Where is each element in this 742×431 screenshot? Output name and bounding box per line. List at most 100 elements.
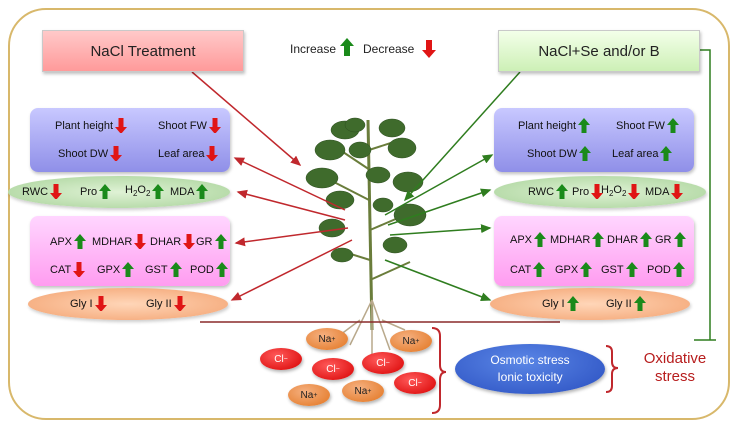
up-arrow-icon <box>74 234 87 249</box>
down-arrow-icon <box>173 296 186 311</box>
left-enzymes-item: GR <box>196 234 227 249</box>
right-enzymes-item: APX <box>510 232 547 247</box>
nacl-se-b-box: NaCl+Se and/or B <box>498 30 700 72</box>
nacl-se-b-title: NaCl+Se and/or B <box>538 42 660 60</box>
indicator-label: Pro <box>572 185 590 198</box>
nacl-treatment-box: NaCl Treatment <box>42 30 244 72</box>
indicator-label: Gly II <box>146 297 172 310</box>
indicator-label: Plant height <box>518 119 577 132</box>
sodium-ion-label: Na <box>402 335 416 347</box>
sodium-ion-label: Na <box>354 385 368 397</box>
indicator-label: GST <box>145 263 168 276</box>
down-arrow-icon <box>628 184 641 199</box>
right-enzymes-item: GPX <box>555 262 593 277</box>
indicator-label: CAT <box>50 263 72 276</box>
up-arrow-icon <box>533 262 546 277</box>
left-growth-panel <box>30 108 230 172</box>
chloride-ion-label: Cl <box>376 357 386 369</box>
indicator-label: Gly I <box>70 297 93 310</box>
down-arrow-icon <box>183 234 196 249</box>
frame-border <box>8 8 730 420</box>
up-arrow-icon <box>215 262 228 277</box>
chloride-ion: Cl− <box>260 348 302 370</box>
left-enzymes-item: GPX <box>97 262 135 277</box>
left-gly-item: Gly II <box>146 296 186 311</box>
sodium-charge: + <box>331 335 336 343</box>
chloride-ion: Cl− <box>362 352 404 374</box>
up-arrow-icon <box>660 146 673 161</box>
down-arrow-icon <box>94 296 107 311</box>
legend: Increase Decrease <box>290 38 440 60</box>
indicator-label: H2O2 <box>601 184 627 199</box>
indicator-label: DHAR <box>150 235 182 248</box>
indicator-label: APX <box>510 233 533 246</box>
up-arrow-icon <box>556 184 569 199</box>
plant-illustration <box>305 117 427 360</box>
down-arrow-icon <box>206 146 219 161</box>
right-osmo-item: RWC <box>528 184 569 199</box>
indicator-label: RWC <box>22 185 49 198</box>
down-arrow-icon <box>422 40 436 58</box>
right-growth-panel <box>494 108 694 172</box>
up-arrow-icon <box>99 184 112 199</box>
left-osmo-item: MDA <box>170 184 209 199</box>
up-arrow-icon <box>580 262 593 277</box>
up-arrow-icon <box>672 262 685 277</box>
sodium-ion: Na+ <box>306 328 348 350</box>
indicator-label: H2O2 <box>125 184 151 199</box>
legend-decrease-label: Decrease <box>363 42 415 56</box>
right-enzymes-item: GR <box>655 232 686 247</box>
indicator-label: MDHAR <box>550 233 591 246</box>
sodium-ion: Na+ <box>288 384 330 406</box>
indicator-label: Leaf area <box>158 147 205 160</box>
right-enzyme-panel <box>494 216 694 286</box>
indicator-label: GPX <box>97 263 121 276</box>
indicator-label: POD <box>647 263 671 276</box>
osmotic-stress-label: Osmotic stress <box>490 353 570 367</box>
right-growth-item: Plant height <box>518 118 591 133</box>
sodium-ion: Na+ <box>342 380 384 402</box>
up-arrow-icon <box>673 232 686 247</box>
indicator-label: CAT <box>510 263 532 276</box>
right-enzymes-item: POD <box>647 262 685 277</box>
right-growth-item: Leaf area <box>612 146 673 161</box>
indicator-label: MDA <box>170 185 195 198</box>
left-enzymes-item: CAT <box>50 262 86 277</box>
up-arrow-icon <box>666 118 679 133</box>
down-arrow-icon <box>591 184 604 199</box>
up-arrow-icon <box>579 146 592 161</box>
down-arrow-icon <box>208 118 221 133</box>
indicator-label: Shoot FW <box>616 119 665 132</box>
sodium-ion-label: Na <box>318 333 332 345</box>
indicator-label: Shoot FW <box>158 119 207 132</box>
up-arrow-icon <box>152 184 165 199</box>
left-osmo-item: Pro <box>80 184 112 199</box>
chloride-charge: − <box>335 365 340 373</box>
sodium-ion-label: Na <box>300 389 314 401</box>
nacl-treatment-title: NaCl Treatment <box>90 42 196 60</box>
right-osmo-item: H2O2 <box>601 184 641 199</box>
up-arrow-icon <box>633 296 646 311</box>
indicator-label: MDA <box>645 185 670 198</box>
down-arrow-icon <box>50 184 63 199</box>
oxidative-stress-label: Oxidative stress <box>630 350 720 386</box>
up-arrow-icon <box>578 118 591 133</box>
indicator-label: MDHAR <box>92 235 133 248</box>
left-enzymes-item: POD <box>190 262 228 277</box>
up-arrow-icon <box>122 262 135 277</box>
right-growth-item: Shoot DW <box>527 146 592 161</box>
sodium-charge: + <box>367 387 372 395</box>
chloride-ion: Cl− <box>394 372 436 394</box>
up-arrow-icon <box>534 232 547 247</box>
right-osmo-item: MDA <box>645 184 684 199</box>
indicator-label: Leaf area <box>612 147 659 160</box>
indicator-label: Plant height <box>55 119 114 132</box>
chloride-ion: Cl− <box>312 358 354 380</box>
indicator-label: GST <box>601 263 624 276</box>
up-arrow-icon <box>566 296 579 311</box>
right-gly-ellipse <box>490 288 690 320</box>
right-gly-item: Gly II <box>606 296 646 311</box>
right-osmo-item: Pro <box>572 184 604 199</box>
up-arrow-icon <box>625 262 638 277</box>
right-enzymes-item: DHAR <box>607 232 653 247</box>
